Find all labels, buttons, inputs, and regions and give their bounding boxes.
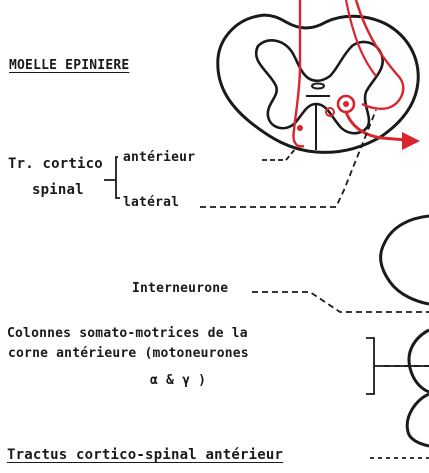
section-title: MOELLE EPINIERE [9, 58, 129, 73]
label-columns-line3: α & γ ) [150, 373, 206, 388]
lower-section-outline-3 [407, 394, 429, 446]
lower-section-outline-2 [409, 330, 429, 392]
neuron-small-red [297, 125, 303, 131]
central-canal [312, 84, 324, 89]
label-columns-line1: Colonnes somato-motrices de la [7, 326, 248, 341]
label-columns-line2: corne antérieure (motoneurones [8, 346, 249, 361]
label-lateral: latéral [123, 195, 179, 210]
leader-anterior [262, 148, 296, 160]
label-interneurone: Interneurone [132, 281, 228, 296]
tract-bracket [104, 157, 120, 198]
efferent-arrowhead [402, 132, 420, 150]
motor-neuron-red-core [343, 101, 349, 107]
lower-section-outline [381, 216, 429, 304]
label-anterior: antérieur [123, 150, 195, 165]
bottom-section-title: Tractus cortico-spinal antérieur [7, 447, 283, 463]
efferent-fiber [346, 112, 406, 140]
tract-label-line2: spinal [32, 182, 84, 198]
tract-label-line1: Tr. cortico [8, 156, 103, 172]
